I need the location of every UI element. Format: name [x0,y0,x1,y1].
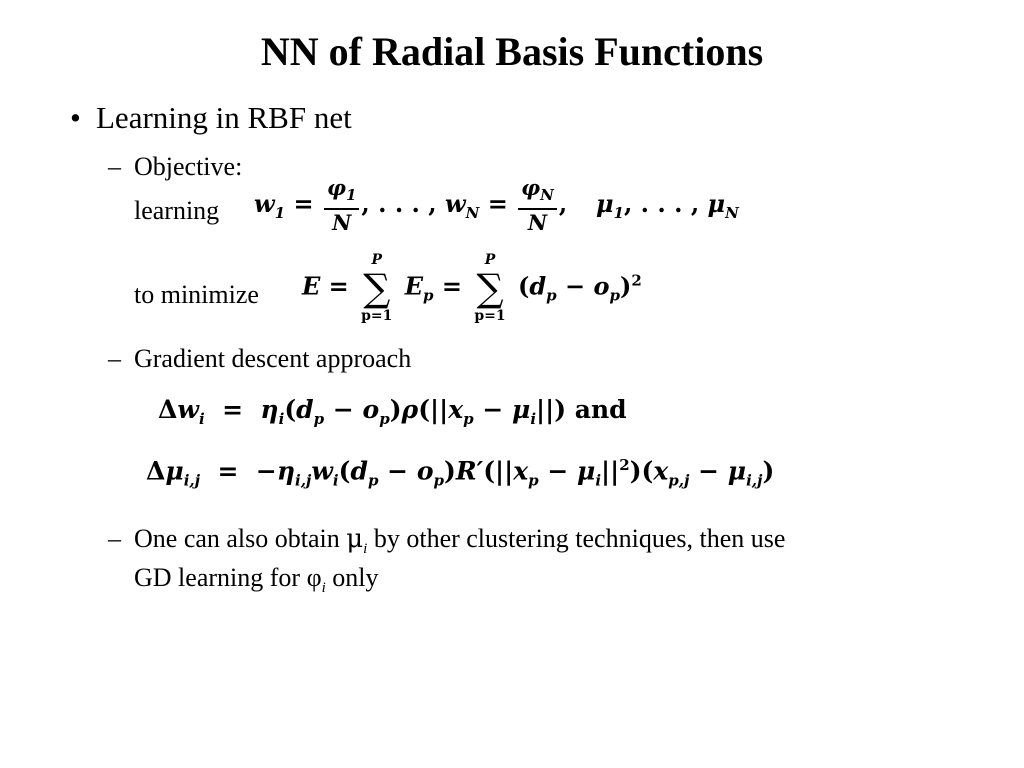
other-line2-part2: only [332,563,379,592]
sub-objective: –Objective: [108,150,242,184]
other-line2: GD learning for φi only [134,561,378,605]
sub-other-clustering: –One can also obtain μi by other cluster… [108,522,785,566]
dash-marker: – [108,524,121,553]
dash-marker: – [108,152,121,181]
bullet-marker: • [70,100,81,135]
equation-error: E = P∑p=1 Ep = P∑p=1 (dp − op)2 [302,252,642,324]
bullet-text: Learning in RBF net [96,100,352,135]
phi-symbol: φ [306,563,322,592]
minimize-label: to minimize [134,280,259,309]
sum-lower: p=1 [361,308,393,324]
objective-label: Objective: [134,152,243,181]
sub-gradient-descent: –Gradient descent approach [108,342,411,376]
slide-title: NN of Radial Basis Functions [260,29,764,74]
dash-marker: – [108,344,121,373]
phi-subscript: i [321,580,326,597]
sum-upper: P [371,252,383,268]
mu-subscript: i [363,541,368,558]
sum-upper: P [484,252,496,268]
other-part1: One can also obtain [134,524,340,553]
learning-label: learning [134,196,220,225]
bullet-learning-rbf: • Learning in RBF net [70,98,352,138]
mu-symbol: μ [346,524,364,554]
other-line2-part1: GD learning for [134,563,301,592]
and-word: and [574,395,627,424]
sum-lower: p=1 [474,308,506,324]
equation-delta-w: Δwi = ηi(dp − op)ρ(||xp − μi||) and [158,395,627,428]
gradient-label: Gradient descent approach [134,344,412,373]
equation-delta-mu: Δμi,j = −ηi,jwi(dp − op)R′(||xp − μi||2)… [146,456,775,490]
other-part2: by other clustering techniques, then use [373,524,786,553]
